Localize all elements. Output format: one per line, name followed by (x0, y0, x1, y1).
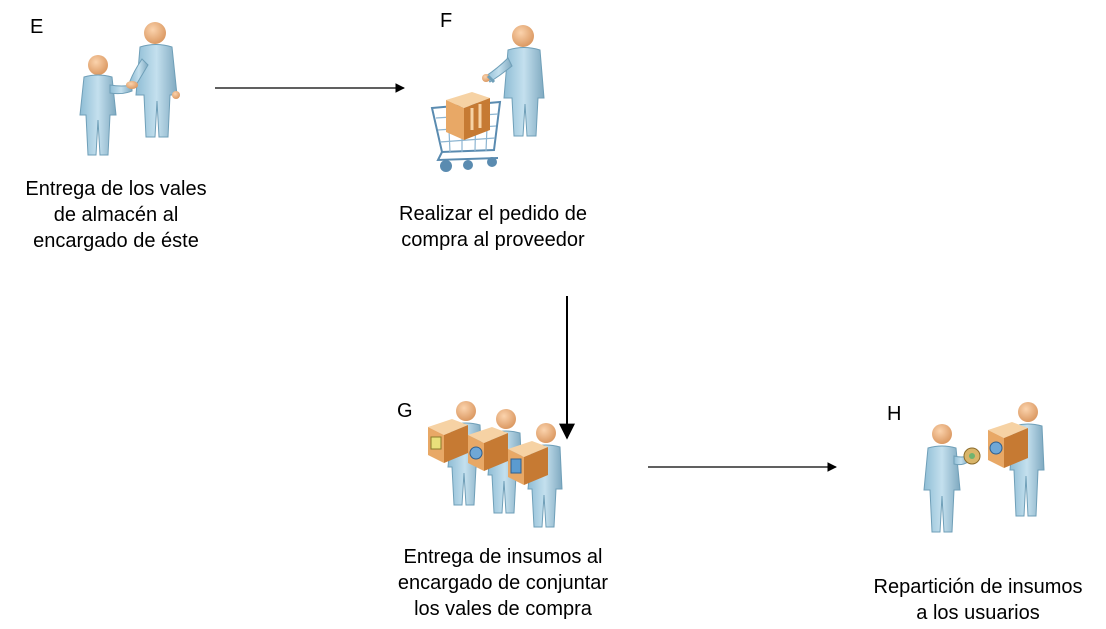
caption-line: Repartición de insumos (873, 576, 1083, 598)
handshake-icon (79, 22, 180, 156)
step-letter-g: G (397, 400, 413, 422)
caption-line: encargado de conjuntar (397, 572, 609, 594)
caption-line: Entrega de insumos al (403, 546, 603, 568)
box-delivery-icon (923, 402, 1045, 533)
step-caption-e: Entrega de los vales de almacén al encar… (0, 176, 232, 254)
people-carrying-boxes-icon (428, 401, 563, 528)
shopping-cart-icon (430, 25, 545, 172)
caption-line: a los usuarios (916, 602, 1040, 624)
caption-line: compra al proveedor (401, 229, 585, 251)
step-caption-f: Realizar el pedido de compra al proveedo… (368, 201, 618, 253)
step-letter-f: F (440, 10, 453, 32)
step-letter-e: E (30, 16, 44, 38)
caption-line: Entrega de los vales (25, 178, 207, 200)
step-letter-h: H (887, 403, 902, 425)
step-caption-g: Entrega de insumos al encargado de conju… (378, 544, 628, 622)
caption-line: los vales de compra (414, 598, 592, 620)
caption-line: encargado de éste (33, 230, 199, 252)
caption-line: Realizar el pedido de (399, 203, 587, 225)
caption-line: de almacén al (53, 204, 179, 226)
step-caption-h: Repartición de insumos a los usuarios (850, 574, 1106, 626)
